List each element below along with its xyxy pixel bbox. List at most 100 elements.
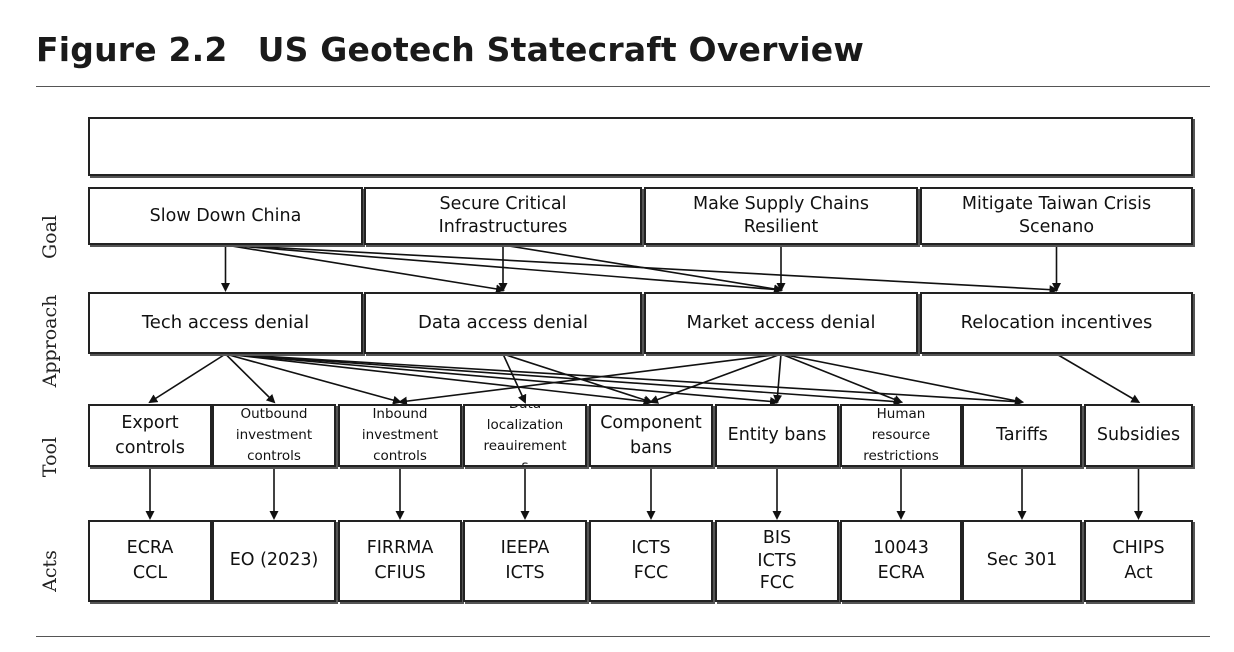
tool-box-human-resource-restrictions: Human resource restrictions — [840, 404, 962, 467]
arrow-relocation-incentives-to-subsidies — [1056, 353, 1141, 404]
box-text-line: CHIPS — [1112, 537, 1165, 558]
box-text-line: Scenano — [1018, 217, 1095, 237]
arrow-slow-down-china-to-data-access-denial — [225, 244, 505, 294]
box-text-line: controls — [247, 447, 301, 464]
arrow-tech-access-denial-to-export-controls — [148, 353, 226, 404]
arrow-tech-access-denial-to-component-bans — [225, 353, 653, 406]
box-text-line: investment — [235, 427, 313, 444]
box-text-line: FCC — [759, 573, 795, 594]
approach-box-market-access-denial: Market access denial — [644, 292, 918, 354]
approach-box-data-access-denial: Data access denial — [364, 292, 642, 354]
box-text-line: ICTS — [757, 550, 797, 571]
figure-title: Figure 2.2 US Geotech Statecraft Overview — [36, 30, 864, 69]
box-text-line: Tech access denial — [141, 312, 310, 334]
box-text-line: Market access denial — [686, 312, 876, 334]
box-text: Data access denial — [418, 311, 588, 334]
box-text-line: Data — [483, 406, 566, 415]
bottom-rule — [36, 636, 1210, 637]
box-text-line: s — [521, 458, 529, 467]
box-text: Subsidies — [1097, 423, 1180, 448]
box-text-line: Data access denial — [417, 312, 588, 334]
box-text-line: CCL — [132, 563, 168, 583]
arrow-market-access-denial-to-tariffs — [780, 353, 1024, 406]
goal-box-slow-down-china: Slow Down China — [88, 187, 363, 245]
box-text-line: 10043 — [873, 537, 929, 558]
top-rule — [36, 86, 1210, 87]
arrow-tech-access-denial-to-entity-bans — [225, 353, 779, 406]
box-text-line: Subsidies — [1096, 425, 1181, 446]
box-text: Outbound investment controls — [235, 406, 313, 465]
box-text-line: Component — [600, 413, 702, 433]
box-text: Tech access denial — [142, 311, 309, 334]
arrow-market-access-denial-to-entity-bans — [773, 353, 783, 404]
box-text-line: restrictions — [863, 447, 939, 464]
box-text-line: BIS — [762, 527, 792, 548]
box-text: Market access denial — [687, 311, 876, 334]
box-text-line: resource — [871, 427, 931, 444]
tool-box-data-localization-requirements: Datalocalization reauirement s — [463, 404, 587, 467]
box-text-line: EO (2023) — [229, 550, 319, 571]
box-text-line: FIRRMA — [366, 537, 434, 558]
box-text-line: Sec 301 — [986, 550, 1058, 571]
box-text: Tariffs — [996, 423, 1048, 448]
approach-box-relocation-incentives: Relocation incentives — [920, 292, 1193, 354]
box-text: Datalocalization reauirement s — [483, 406, 567, 467]
box-text-line: Human — [876, 406, 926, 423]
figure-number: Figure 2.2 — [36, 30, 228, 69]
box-text-line: Outbound — [240, 406, 308, 423]
box-text-line: Inbound — [372, 406, 428, 423]
box-text: Relocation incentives — [961, 311, 1153, 334]
approach-box-tech-access-denial: Tech access denial — [88, 292, 363, 354]
box-text: Sec 301 — [987, 548, 1057, 573]
figure-title-text: US Geotech Statecraft Overview — [257, 30, 865, 69]
box-text-line: ICTS — [505, 563, 545, 583]
arrow-data-access-denial-to-component-bans — [502, 353, 653, 405]
arrow-tech-access-denial-to-outbound-investment-controls — [224, 353, 276, 404]
box-text-line: Make Supply Chains — [693, 194, 869, 215]
box-text-line: controls — [373, 447, 427, 464]
arrow-tech-access-denial-to-tariffs — [225, 353, 1024, 407]
box-text-line: ECRA — [126, 537, 174, 558]
act-box-sec-301: Sec 301 — [962, 520, 1082, 602]
box-text-line: Entity bans — [727, 425, 827, 446]
box-text-line: Infrastructures — [438, 217, 568, 237]
act-box-eo-2023: EO (2023) — [212, 520, 336, 602]
box-text-line: reauirement — [483, 437, 567, 454]
arrow-tech-access-denial-to-inbound-investment-controls — [225, 353, 402, 405]
box-text-line: ICTS — [631, 537, 671, 558]
arrow-market-access-denial-to-human-resource-restrictions — [780, 353, 903, 404]
box-text-line: Tariffs — [996, 425, 1048, 446]
box-text: Human resource restrictions — [863, 406, 939, 465]
box-text-line: CFIUS — [374, 563, 426, 583]
tool-box-entity-bans: Entity bans — [715, 404, 839, 467]
arrow-market-access-denial-to-component-bans — [649, 353, 782, 404]
arrow-market-access-denial-to-inbound-investment-controls — [398, 353, 782, 406]
box-text-line: Mitigate Taiwan Crisis — [961, 194, 1152, 215]
tool-box-subsidies: Subsidies — [1084, 404, 1193, 467]
box-text-line: localization — [486, 416, 564, 433]
box-text-line: ECRA — [877, 563, 925, 583]
box-text: EO (2023) — [230, 548, 319, 573]
arrow-slow-down-china-to-relocation-incentives — [225, 244, 1059, 295]
